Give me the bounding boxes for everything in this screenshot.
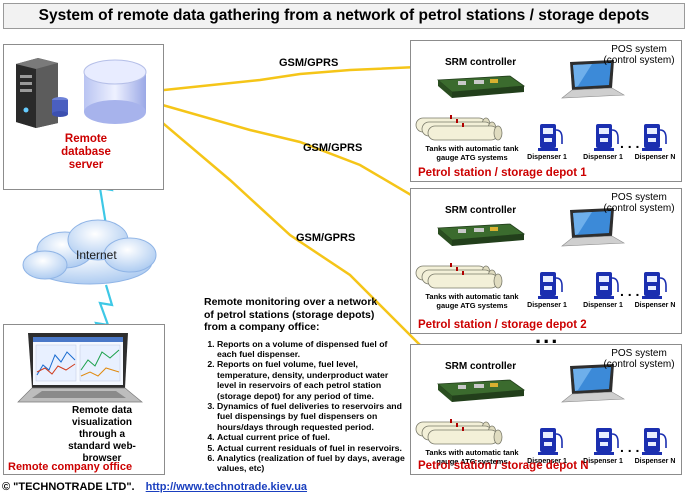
- server-label-line2: database: [61, 146, 111, 158]
- gsm-link-2: [144, 98, 446, 217]
- pos-label-line2: (control system): [603, 203, 675, 214]
- pos-label-line2: (control system): [603, 55, 675, 66]
- dispenser-label: Dispenser 1: [583, 458, 623, 465]
- gsm-label-1: GSM/GPRS: [279, 57, 339, 69]
- monitoring-title: Remote monitoring over a network of petr…: [204, 296, 420, 334]
- monitoring-block: Remote monitoring over a network of petr…: [204, 296, 420, 474]
- station-title: Petrol station / storage depot 1: [418, 167, 587, 179]
- station-title: Petrol station / storage depot N: [418, 460, 589, 472]
- server-label-line3: server: [68, 159, 104, 171]
- footer-company: © "TECHNOTRADE LTD".: [2, 481, 135, 493]
- tanks-label-line2: gauge ATG systems: [436, 456, 508, 466]
- pos-system-label: POS system(control system): [596, 348, 682, 370]
- tanks-label-line2: gauge ATG systems: [436, 300, 508, 310]
- office-caption: Remote data visualization through a stan…: [52, 405, 152, 465]
- station-panel: [410, 40, 682, 182]
- monitoring-title-line1: Remote monitoring over a network: [204, 296, 378, 308]
- dispenser-ellipsis: . . .: [620, 135, 640, 151]
- tanks-label-line1: Tanks with automatic tank: [425, 448, 519, 457]
- dispenser-ellipsis: . . .: [620, 439, 640, 455]
- office-title: Remote company office: [8, 461, 133, 473]
- station-panel: [410, 344, 682, 475]
- monitoring-item: Reports on fuel volume, fuel level, temp…: [217, 359, 409, 401]
- footer: © "TECHNOTRADE LTD". http://www.technotr…: [2, 481, 307, 493]
- dispenser-label: Dispenser 1: [583, 154, 623, 161]
- gsm-link-3: [144, 107, 451, 376]
- office-caption-line3: standard web-browser: [68, 441, 136, 464]
- dispenser-label: Dispenser 1: [527, 458, 567, 465]
- monitoring-item: Actual current residuals of fuel in rese…: [217, 443, 409, 453]
- pos-label-line1: POS system: [611, 44, 667, 55]
- server-label: Remote database server: [56, 133, 116, 172]
- station-panel: [410, 188, 682, 334]
- pos-label-line1: POS system: [611, 192, 667, 203]
- dispenser-label: Dispenser N: [634, 154, 676, 161]
- gsm-label-3: GSM/GPRS: [296, 232, 356, 244]
- page-title: System of remote data gathering from a n…: [3, 3, 685, 29]
- office-caption-line1: Remote data: [71, 405, 132, 416]
- pos-label-line2: (control system): [603, 359, 675, 370]
- monitoring-title-line3: from a company office:: [204, 321, 320, 333]
- monitoring-item: Dynamics of fuel deliveries to reservoir…: [217, 401, 409, 432]
- gsm-label-2: GSM/GPRS: [303, 142, 363, 154]
- dispenser-label: Dispenser 1: [527, 154, 567, 161]
- dispenser-label: Dispenser 1: [527, 302, 567, 309]
- tanks-label-line2: gauge ATG systems: [436, 152, 508, 162]
- dispenser-ellipsis: . . .: [620, 283, 640, 299]
- server-label-line1: Remote: [64, 133, 108, 145]
- monitoring-item: Reports on a volume of dispensed fuel of…: [217, 339, 409, 360]
- footer-url-link[interactable]: http://www.technotrade.kiev.ua: [145, 481, 308, 493]
- dispenser-label: Dispenser N: [634, 302, 676, 309]
- tanks-label-line1: Tanks with automatic tank: [425, 144, 519, 153]
- dispenser-label: Dispenser N: [634, 458, 676, 465]
- dispenser-label: Dispenser 1: [583, 302, 623, 309]
- pos-label-line1: POS system: [611, 348, 667, 359]
- office-caption-line2: visualization through a: [71, 417, 132, 440]
- pos-system-label: POS system(control system): [596, 44, 682, 66]
- gsm-link-1: [144, 64, 441, 94]
- monitoring-title-line2: of petrol stations (storage depots): [204, 308, 375, 321]
- monitoring-list: Reports on a volume of dispensed fuel of…: [204, 339, 409, 474]
- monitoring-item: Analytics (realization of fuel by days, …: [217, 453, 409, 474]
- pos-system-label: POS system(control system): [596, 192, 682, 214]
- srm-controller-label: SRM controller: [445, 205, 517, 216]
- srm-controller-label: SRM controller: [445, 361, 517, 372]
- monitoring-item: Actual current price of fuel.: [217, 432, 409, 442]
- tanks-label-line1: Tanks with automatic tank: [425, 292, 519, 301]
- station-title: Petrol station / storage depot 2: [418, 319, 587, 331]
- srm-controller-label: SRM controller: [445, 57, 517, 68]
- internet-label: Internet: [76, 248, 117, 262]
